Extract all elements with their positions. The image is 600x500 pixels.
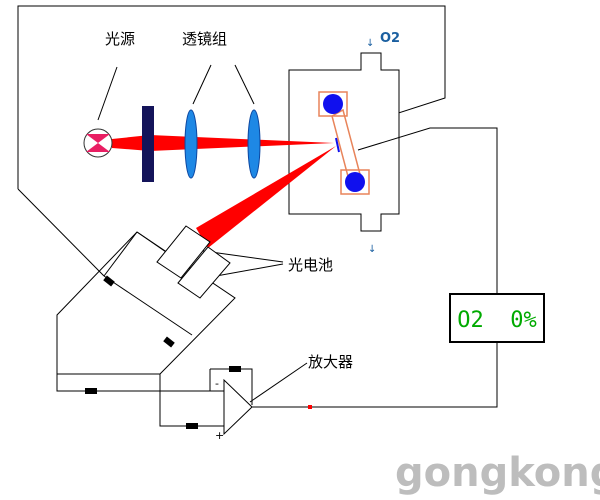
leader-amplifier xyxy=(249,362,308,403)
sample-cell xyxy=(288,52,400,232)
output-marker xyxy=(308,405,312,409)
watermark: gongkong xyxy=(395,450,600,496)
resistor-ground xyxy=(186,423,198,429)
filter-plate xyxy=(142,106,154,182)
light-beam xyxy=(112,135,334,151)
resistor-input xyxy=(85,388,97,394)
label-amplifier: 放大器 xyxy=(308,353,353,371)
amp-plus-sign: + xyxy=(215,429,224,442)
housing-lower-edge xyxy=(17,188,105,277)
label-photocell: 光电池 xyxy=(288,256,333,274)
lens-1 xyxy=(184,109,198,179)
o2-label: O2 xyxy=(380,31,400,46)
resistor-bridge-2 xyxy=(163,336,175,348)
label-lens-group: 透镜组 xyxy=(182,30,227,48)
resistor-feedback xyxy=(229,366,241,372)
o2-flow-arrow-out: ↓ xyxy=(368,244,376,255)
readout-value: O2 0% xyxy=(457,308,536,333)
amplifier-wiring xyxy=(56,127,498,427)
lens-2 xyxy=(247,109,261,179)
reflected-beam xyxy=(196,146,336,248)
label-light-source: 光源 xyxy=(105,30,135,48)
leader-lens-2 xyxy=(234,64,255,105)
leader-light-source xyxy=(97,66,118,121)
readout-display xyxy=(449,293,545,343)
light-source-icon xyxy=(83,128,113,158)
resistor-bridge-1 xyxy=(103,275,115,287)
amp-minus-sign: - xyxy=(215,377,219,390)
leader-lens-1 xyxy=(192,64,212,105)
photocells xyxy=(156,225,231,299)
o2-flow-arrow-in: ↓ xyxy=(366,38,374,49)
dumbbell-rotor xyxy=(318,91,370,195)
housing-outline xyxy=(17,5,446,189)
amplifier-triangle xyxy=(223,378,253,436)
